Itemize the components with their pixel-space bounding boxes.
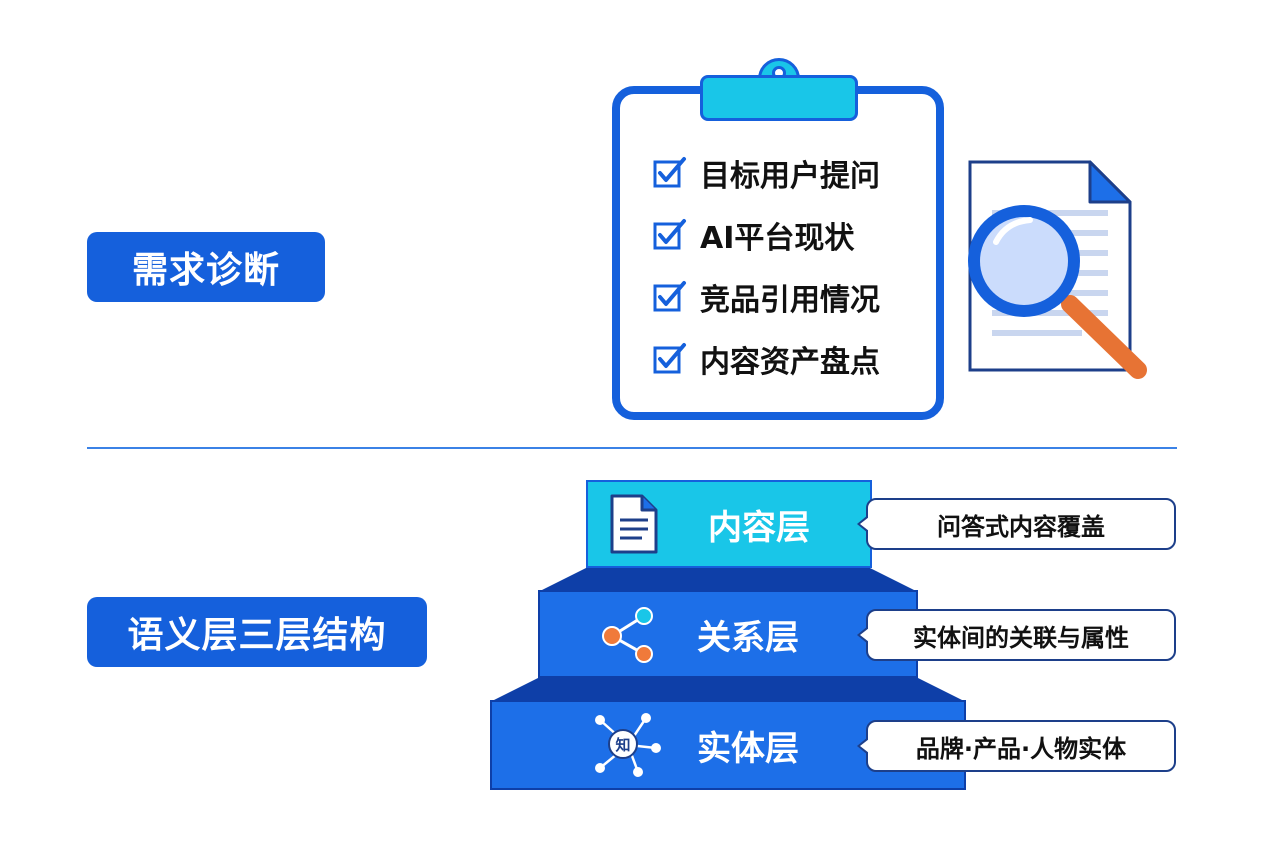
- checkbox-icon: [653, 281, 686, 312]
- checkbox-icon: [653, 157, 686, 188]
- checklist-text: AI平台现状: [700, 221, 855, 256]
- layer-relation: 关系层: [538, 590, 918, 678]
- layer-entity-label: 实体层: [697, 728, 799, 769]
- document-magnifier-icon: [968, 160, 1147, 379]
- checklist-item: 内容资产盘点: [652, 339, 880, 380]
- section-label-diagnosis: 需求诊断: [87, 232, 325, 302]
- document-icon: [610, 494, 658, 554]
- section-label-semantic: 语义层三层结构: [87, 597, 427, 667]
- checklist-item: 目标用户提问: [652, 153, 880, 194]
- callout-relation: 实体间的关联与属性: [857, 609, 1176, 661]
- layer-content-label: 内容层: [708, 507, 810, 548]
- relation-step-top: [538, 568, 918, 592]
- entity-step-top: [490, 678, 966, 702]
- checklist-text: 目标用户提问: [700, 159, 880, 194]
- clipboard-clip: [700, 75, 858, 121]
- section-divider: [87, 447, 1177, 449]
- knowledge-icon-text: 知: [615, 736, 631, 754]
- callout-content: 问答式内容覆盖: [857, 498, 1176, 550]
- checkbox-icon: [653, 219, 686, 250]
- checklist-item: 竞品引用情况: [652, 277, 880, 318]
- checkbox-icon: [653, 343, 686, 374]
- knowledge-graph-icon: 知: [590, 712, 666, 778]
- share-nodes-icon: [602, 607, 653, 663]
- checklist-item: AI平台现状: [652, 215, 855, 256]
- layer-relation-label: 关系层: [697, 617, 799, 658]
- callout-entity: 品牌·产品·人物实体: [857, 720, 1176, 772]
- checklist-text: 内容资产盘点: [700, 345, 880, 380]
- checklist-text: 竞品引用情况: [700, 283, 880, 318]
